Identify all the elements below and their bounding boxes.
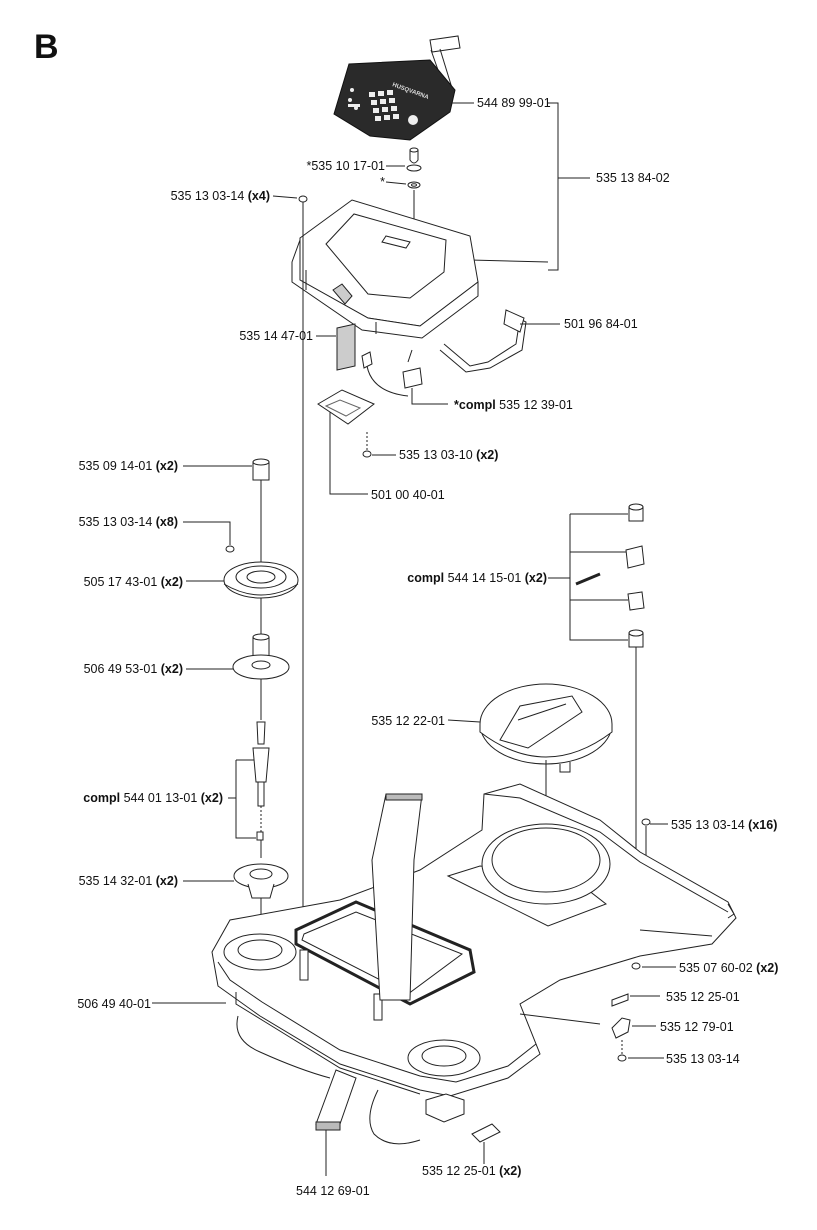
bushing-part bbox=[183, 863, 289, 899]
seal-strip bbox=[316, 323, 356, 371]
part-label-seal-strip: 535 14 47-01 bbox=[239, 329, 313, 343]
part-label-bushing: 535 14 32-01 (x2) bbox=[78, 874, 178, 888]
screw-small bbox=[362, 432, 396, 458]
part-label-knob: *535 10 17-01 bbox=[306, 159, 385, 173]
sleeve-part bbox=[186, 633, 290, 680]
washer-part bbox=[631, 962, 676, 970]
bottom-box bbox=[425, 1093, 465, 1123]
label-sticker bbox=[317, 389, 375, 495]
spacer-part bbox=[183, 458, 270, 481]
part-label-screw-mid: 535 13 03-14 (x8) bbox=[78, 515, 178, 529]
part-label-screw-right: 535 13 03-14 (x16) bbox=[671, 818, 778, 832]
part-label-spacer: 535 09 14-01 (x2) bbox=[78, 459, 178, 473]
top-housing bbox=[291, 199, 479, 339]
plate-part bbox=[186, 561, 299, 599]
part-label-screw-top: 535 13 03-14 (x4) bbox=[170, 189, 270, 203]
part-label-keypad: 544 89 99-01 bbox=[477, 96, 551, 110]
pad-part bbox=[611, 993, 660, 1007]
pad-bottom bbox=[471, 1123, 501, 1164]
part-label-bracket: 501 96 84-01 bbox=[564, 317, 638, 331]
hinge-group bbox=[548, 503, 645, 930]
screw-single bbox=[617, 1040, 664, 1062]
shaft-part bbox=[228, 721, 270, 841]
bracket-part bbox=[439, 309, 560, 373]
flat-cable bbox=[315, 793, 423, 1176]
clip-part bbox=[611, 1017, 656, 1039]
part-label-plate: 505 17 43-01 (x2) bbox=[83, 575, 183, 589]
chassis-body bbox=[211, 783, 737, 1097]
part-label-washer: 535 07 60-02 (x2) bbox=[679, 961, 779, 975]
cable-switch bbox=[361, 349, 448, 405]
part-label-sleeve: 506 49 53-01 (x2) bbox=[83, 662, 183, 676]
part-label-cover: 535 12 22-01 bbox=[371, 714, 445, 728]
part-label-assembly: 535 13 84-02 bbox=[596, 171, 670, 185]
part-label-cable-switch: *compl 535 12 39-01 bbox=[454, 398, 573, 412]
part-label-knob-washer: * bbox=[380, 175, 385, 189]
knob-part bbox=[406, 147, 422, 189]
keypad-overlay: HUSQVARNA bbox=[333, 35, 461, 141]
round-cover bbox=[447, 683, 613, 870]
part-label-clip: 535 12 79-01 bbox=[660, 1020, 734, 1034]
part-label-pad-bottom: 535 12 25-01 (x2) bbox=[422, 1164, 522, 1178]
part-label-hinge: compl 544 14 15-01 (x2) bbox=[407, 571, 547, 585]
part-label-chassis: 506 49 40-01 bbox=[77, 997, 151, 1011]
part-label-sticker: 501 00 40-01 bbox=[371, 488, 445, 502]
part-label-screw-small: 535 13 03-10 (x2) bbox=[399, 448, 499, 462]
section-letter: B bbox=[34, 28, 59, 66]
part-label-pad: 535 12 25-01 bbox=[666, 990, 740, 1004]
part-label-screw-single: 535 13 03-14 bbox=[666, 1052, 740, 1066]
part-label-shaft: compl 544 01 13-01 (x2) bbox=[83, 791, 223, 805]
part-label-cable-flat: 544 12 69-01 bbox=[296, 1184, 370, 1198]
screw-top bbox=[298, 195, 308, 1010]
screw-mid bbox=[183, 521, 235, 553]
